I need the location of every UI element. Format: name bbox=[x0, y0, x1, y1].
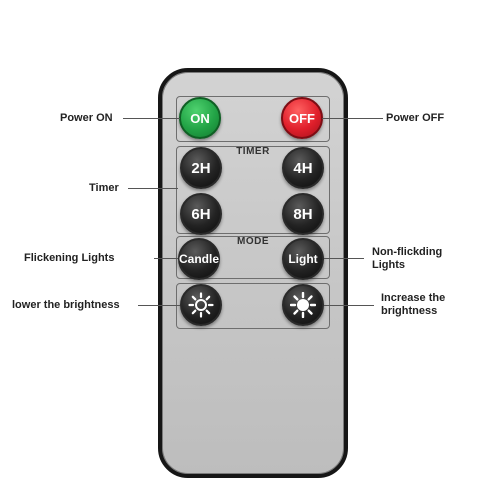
power-panel bbox=[176, 96, 330, 142]
mode-panel: MODE bbox=[176, 236, 330, 279]
timer-8h-button[interactable]: 8H bbox=[282, 193, 324, 235]
increase-brightness-button[interactable] bbox=[282, 284, 324, 326]
timer-panel: TIMER bbox=[176, 146, 330, 234]
power-off-button[interactable]: OFF bbox=[281, 97, 323, 139]
increase-brightness-callout-line bbox=[324, 305, 374, 306]
lower-brightness-label: lower the brightness bbox=[12, 299, 120, 311]
brightness-panel bbox=[176, 283, 330, 329]
sun-filled-icon bbox=[290, 292, 316, 318]
decrease-brightness-button[interactable] bbox=[180, 284, 222, 326]
timer-title: TIMER bbox=[236, 146, 270, 157]
timer-callout-line bbox=[128, 188, 178, 189]
sun-outline-icon bbox=[188, 292, 214, 318]
timer-label: Timer bbox=[89, 182, 119, 194]
light-mode-button[interactable]: Light bbox=[282, 238, 324, 280]
non-flickering-label-line1: Non-flickding bbox=[372, 246, 443, 258]
timer-2h-button[interactable]: 2H bbox=[180, 147, 222, 189]
timer-4h-button[interactable]: 4H bbox=[282, 147, 324, 189]
power-off-callout-line bbox=[322, 118, 383, 119]
power-on-label: Power ON bbox=[60, 112, 113, 124]
increase-brightness-label-line2: brightness bbox=[381, 305, 438, 317]
flickering-lights-label: Flickening Lights bbox=[24, 252, 115, 264]
increase-brightness-label-line1: Increase the bbox=[381, 292, 446, 304]
non-flickering-label-line2: Lights bbox=[372, 259, 405, 271]
power-on-callout-line bbox=[123, 118, 180, 119]
timer-6h-button[interactable]: 6H bbox=[180, 193, 222, 235]
power-off-label: Power OFF bbox=[386, 112, 445, 124]
power-on-button[interactable]: ON bbox=[179, 97, 221, 139]
flickering-callout-line bbox=[154, 258, 178, 259]
non-flickering-callout-line bbox=[324, 258, 364, 259]
mode-title: MODE bbox=[237, 236, 269, 247]
candle-mode-button[interactable]: Candle bbox=[178, 238, 220, 280]
lower-brightness-callout-line bbox=[138, 305, 180, 306]
